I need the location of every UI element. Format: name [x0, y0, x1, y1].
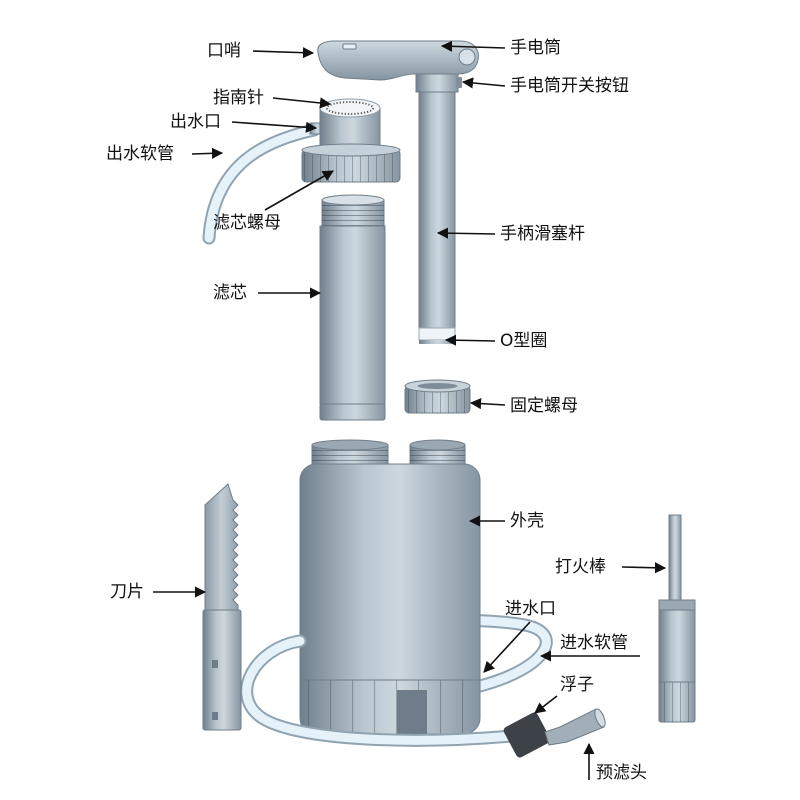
- arrow: [440, 40, 506, 52]
- label-text: O型圈: [500, 331, 547, 351]
- label-compass: 指南针: [213, 88, 332, 109]
- label-text: 固定螺母: [510, 396, 578, 416]
- arrow: [534, 695, 558, 714]
- label-fire-starter: 打火棒: [555, 557, 667, 577]
- label-text: 滤芯: [213, 283, 247, 303]
- label-text: 出水口: [170, 112, 221, 132]
- arrow: [621, 562, 667, 574]
- fixing-nut: [404, 379, 471, 414]
- label-float: 浮子: [534, 675, 594, 714]
- arrow: [252, 47, 315, 59]
- arrow: [264, 170, 334, 211]
- label-outlet: 出水口: [170, 112, 318, 133]
- label-plunger-rod: 手柄滑塞杆: [436, 224, 585, 244]
- label-housing: 外壳: [468, 511, 544, 531]
- inlet-hose-front: [240, 634, 519, 747]
- label-text: 进水口: [505, 599, 556, 619]
- label-fixing-nut: 固定螺母: [469, 396, 578, 416]
- label-text: 浮子: [560, 675, 594, 695]
- flashlight-switch-button: [456, 77, 462, 88]
- label-text: 刀片: [110, 582, 144, 602]
- blade: [202, 483, 242, 731]
- plunger-rod: [415, 73, 462, 344]
- label-flashlight-switch: 手电筒开关按钮: [461, 76, 629, 96]
- arrow: [272, 97, 332, 109]
- label-text: 进水软管: [560, 633, 628, 653]
- whistle-flashlight-handle: [317, 40, 479, 81]
- label-filter: 滤芯: [213, 283, 322, 303]
- filter-cartridge: [319, 194, 386, 421]
- label-text: 打火棒: [555, 557, 606, 577]
- label-inlet: 进水口: [483, 599, 556, 673]
- outlet-hose: [202, 123, 321, 245]
- label-text: 预滤头: [596, 763, 647, 783]
- arrow: [461, 77, 506, 89]
- label-flashlight: 手电筒: [440, 38, 561, 58]
- compass-dial: [326, 101, 374, 115]
- label-o-ring: O型圈: [444, 331, 547, 351]
- compass-outlet-cap: [309, 98, 381, 149]
- label-text: 外壳: [510, 511, 544, 531]
- o-ring: [418, 327, 456, 341]
- label-text: 指南针: [213, 88, 264, 108]
- arrow: [436, 227, 496, 239]
- label-text: 口哨: [207, 41, 241, 61]
- arrow: [444, 334, 496, 346]
- label-blade: 刀片: [110, 582, 207, 602]
- arrow: [469, 398, 506, 410]
- prefilter-head: [544, 708, 606, 746]
- label-text: 手柄滑塞杆: [500, 224, 585, 244]
- label-text: 出水软管: [106, 144, 174, 164]
- float: [503, 712, 551, 758]
- arrow: [483, 621, 531, 673]
- label-outlet-hose: 出水软管: [106, 144, 224, 164]
- label-text: 手电筒: [510, 38, 561, 58]
- label-filter-nut: 滤芯螺母: [213, 170, 334, 233]
- housing-slot: [397, 690, 427, 734]
- filter-nut: [301, 143, 401, 183]
- arrow: [231, 121, 318, 133]
- fire-starter: [658, 514, 696, 723]
- label-text: 滤芯螺母: [213, 213, 281, 233]
- housing: [299, 439, 481, 735]
- label-prefilter: 预滤头: [583, 742, 647, 783]
- label-whistle: 口哨: [207, 41, 315, 61]
- label-text: 手电筒开关按钮: [510, 76, 629, 96]
- arrow: [191, 147, 224, 159]
- label-inlet-hose: 进水软管: [539, 633, 640, 662]
